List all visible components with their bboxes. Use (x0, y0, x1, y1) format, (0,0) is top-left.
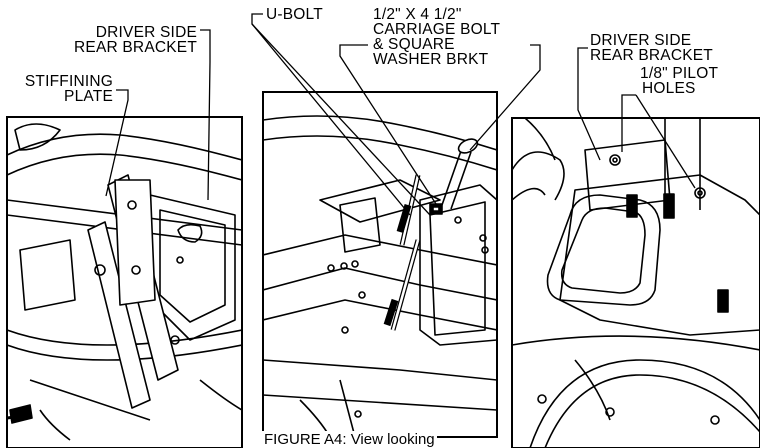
figure-caption: FIGURE A4: View looking (262, 431, 437, 448)
label-line: STIFFINING (24, 73, 113, 90)
callout-leaders (105, 13, 696, 216)
label-line: REAR BRACKET (74, 39, 197, 56)
label-line: DRIVER SIDE (95, 24, 197, 41)
label-line: 1/2" X 4 1/2" (373, 6, 462, 23)
center-photo (262, 91, 498, 438)
left-photo (6, 116, 243, 448)
label-line: & SQUARE (373, 36, 455, 53)
label-line: PLATE (64, 88, 113, 105)
driver-side-rear-bracket-left-label: DRIVER SIDE REAR BRACKET (60, 24, 197, 56)
u-bolt-label: U-BOLT (266, 6, 323, 23)
driver-side-rear-bracket-right-label: DRIVER SIDE REAR BRACKET (590, 32, 713, 64)
pilot-holes-label: 1/8" PILOT HOLES (640, 65, 719, 97)
stiffining-plate-label: STIFFINING PLATE (3, 73, 113, 105)
label-line: U-BOLT (266, 6, 323, 23)
label-line: REAR BRACKET (590, 47, 713, 64)
label-line: HOLES (642, 80, 696, 97)
right-photo (511, 117, 760, 448)
carriage-bolt-label: 1/2" X 4 1/2" CARRIAGE BOLT & SQUARE WAS… (373, 6, 501, 68)
label-line: WASHER BRKT (373, 51, 489, 68)
label-line: DRIVER SIDE (590, 32, 692, 49)
label-line: CARRIAGE BOLT (373, 21, 501, 38)
label-line: 1/8" PILOT (640, 65, 719, 82)
